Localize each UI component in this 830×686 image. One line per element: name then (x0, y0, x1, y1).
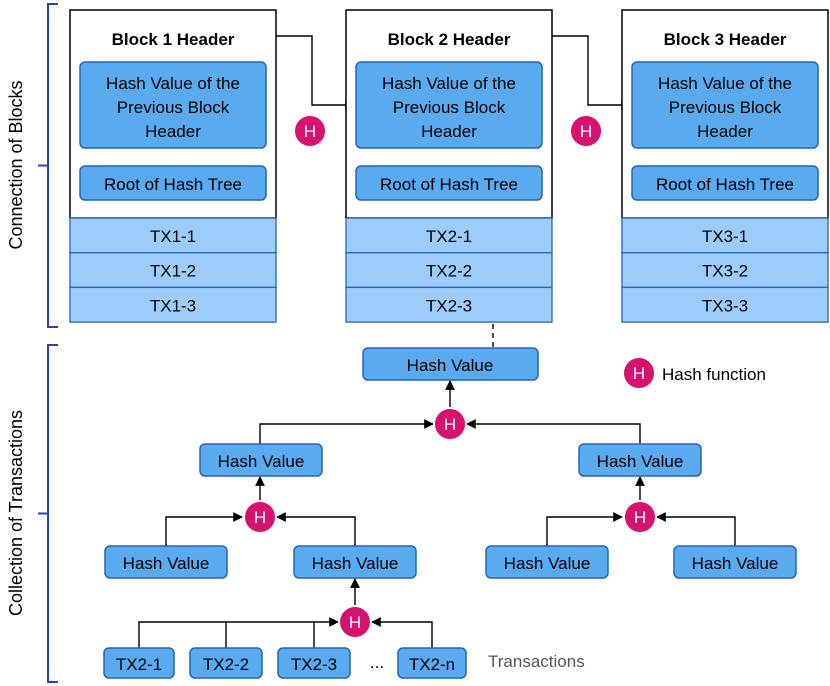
block-3-prev-hash-box (631, 61, 819, 149)
block-3-tx-label: TX3-1 (702, 227, 748, 246)
edge-l2-b-to-hash (276, 512, 356, 546)
tree-level2-label: Hash Value (123, 554, 210, 573)
leaf-tx-box (189, 647, 263, 679)
block-1-root-label: Root of Hash Tree (104, 175, 242, 194)
hash-node-left-label: H (254, 508, 266, 527)
block-3-tx-label: TX3-3 (702, 296, 748, 315)
block-3-tx-row (621, 217, 829, 254)
block-3-tx-row (621, 252, 829, 289)
block-2-prev-hash-line: Hash Value of the (382, 74, 516, 93)
collection-of-transactions-label: Collection of Transactions (6, 410, 26, 616)
legend-hash-icon (622, 356, 656, 390)
block-3-prev-hash-line: Header (697, 122, 753, 141)
transactions-label: Transactions (488, 652, 585, 671)
tree-level1-box (578, 443, 702, 477)
leaf-tx-box (277, 647, 351, 679)
hash-node-root-label: H (444, 415, 456, 434)
block-3-tx-row (621, 286, 829, 323)
connection-of-blocks-label: Connection of Blocks (6, 80, 26, 249)
edge-leaves-right-to-hash (371, 617, 433, 648)
block-1-prev-hash-box (79, 61, 267, 149)
legend-hash-icon-label: H (633, 364, 645, 383)
block-2-prev-hash-line: Header (421, 122, 477, 141)
tree-level2-box (104, 545, 228, 579)
edge-leaves-left-to-hash (138, 617, 339, 648)
leaf-tx-box (103, 647, 175, 679)
hash-node-leaves-label: H (349, 613, 361, 632)
block-2-tx-label: TX2-3 (426, 296, 472, 315)
block-2-tx-row (345, 217, 553, 254)
block-2-tx-label: TX2-2 (426, 262, 472, 281)
hash-node-right (623, 500, 657, 534)
block-2-prev-hash-box (355, 61, 543, 149)
tree-level2-label: Hash Value (692, 554, 779, 573)
hash-node-block-2-3 (569, 114, 603, 148)
leaf-tx-label: TX2-1 (116, 655, 162, 674)
block-1-tx-label: TX1-1 (150, 227, 196, 246)
block-1-tx-row (69, 286, 277, 323)
block-1-prev-hash-line: Previous Block (117, 98, 230, 117)
edge-l2-c-to-hash (546, 512, 623, 546)
leaf-tx-label: TX2-3 (291, 655, 337, 674)
tree-level2-label: Hash Value (504, 554, 591, 573)
block-3-header-title: Block 3 Header (664, 30, 787, 49)
block-2-prev-hash-line: Previous Block (393, 98, 506, 117)
block-2-tx-label: TX2-1 (426, 227, 472, 246)
tree-level1-label: Hash Value (218, 452, 305, 471)
tree-level1-label: Hash Value (597, 452, 684, 471)
block-3-root-label: Root of Hash Tree (656, 175, 794, 194)
block-1-prev-hash-line: Hash Value of the (106, 74, 240, 93)
block-1-root-box (79, 165, 267, 201)
hash-node-right-label: H (634, 508, 646, 527)
block-2-header-title: Block 2 Header (388, 30, 511, 49)
block-2-root-box (355, 165, 543, 201)
tree-level2-box (293, 545, 417, 579)
tree-level2-box (485, 545, 609, 579)
edge-l1-left-to-root-hash (259, 419, 434, 444)
block-1-tx-label: TX1-2 (150, 262, 196, 281)
hash-node-block-2-3-label: H (580, 122, 592, 141)
hash-node-root (433, 407, 467, 441)
block-1-to-2-arrow (276, 35, 355, 110)
hash-node-block-1-2-label: H (304, 122, 316, 141)
block-2-to-3-arrow (552, 35, 631, 110)
block-2-root-label: Root of Hash Tree (380, 175, 518, 194)
tree-level2-label: Hash Value (312, 554, 399, 573)
edge-l2-a-to-hash (165, 512, 243, 546)
block-3-prev-hash-line: Hash Value of the (658, 74, 792, 93)
hash-node-block-1-2 (293, 114, 327, 148)
block-3-tx-label: TX3-2 (702, 262, 748, 281)
block-1-tx-row (69, 252, 277, 289)
hash-node-left (243, 500, 277, 534)
block-1-header-title: Block 1 Header (112, 30, 235, 49)
block-2-tx-row (345, 286, 553, 323)
tree-level2-box (673, 545, 797, 579)
leaf-tx-label: TX2-n (409, 655, 455, 674)
block-1-prev-hash-line: Header (145, 122, 201, 141)
tree-root-box (362, 347, 539, 381)
block-3-prev-hash-line: Previous Block (669, 98, 782, 117)
block-1-tx-label: TX1-3 (150, 296, 196, 315)
tree-root-label: Hash Value (407, 356, 494, 375)
leaf-ellipsis: ... (370, 653, 384, 672)
block-3-root-box (631, 165, 819, 201)
edge-l1-right-to-root-hash (466, 419, 641, 444)
leaf-tx-box (397, 647, 467, 679)
edge-l2-d-to-hash (656, 512, 736, 546)
tree-level1-box (199, 443, 323, 477)
leaf-tx-label: TX2-2 (203, 655, 249, 674)
hash-node-leaves (338, 605, 372, 639)
collection-bracket (47, 344, 58, 683)
legend-hash-function-label: Hash function (662, 365, 766, 384)
connection-bracket (47, 3, 58, 328)
